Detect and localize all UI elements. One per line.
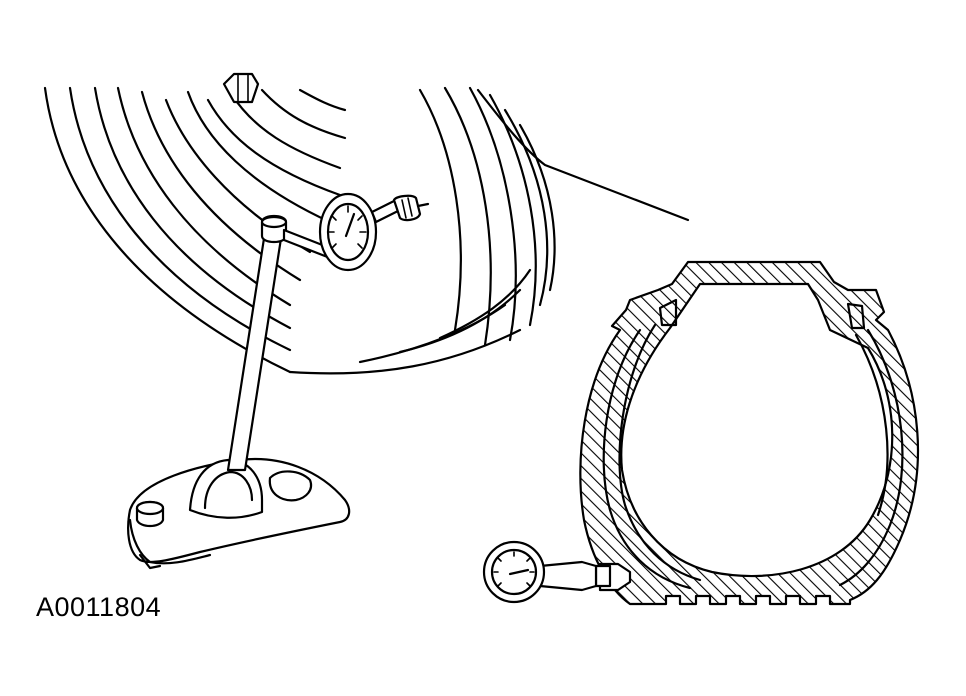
figure-id-label: A0011804 bbox=[36, 592, 162, 622]
tire-cross-section bbox=[538, 260, 920, 606]
tire-side-view bbox=[43, 72, 690, 375]
lug-nut-icon bbox=[222, 72, 260, 104]
pressure-gauge-icon bbox=[482, 540, 546, 604]
dial-gauge-icon bbox=[318, 192, 430, 272]
dial-indicator-stand bbox=[127, 214, 351, 570]
